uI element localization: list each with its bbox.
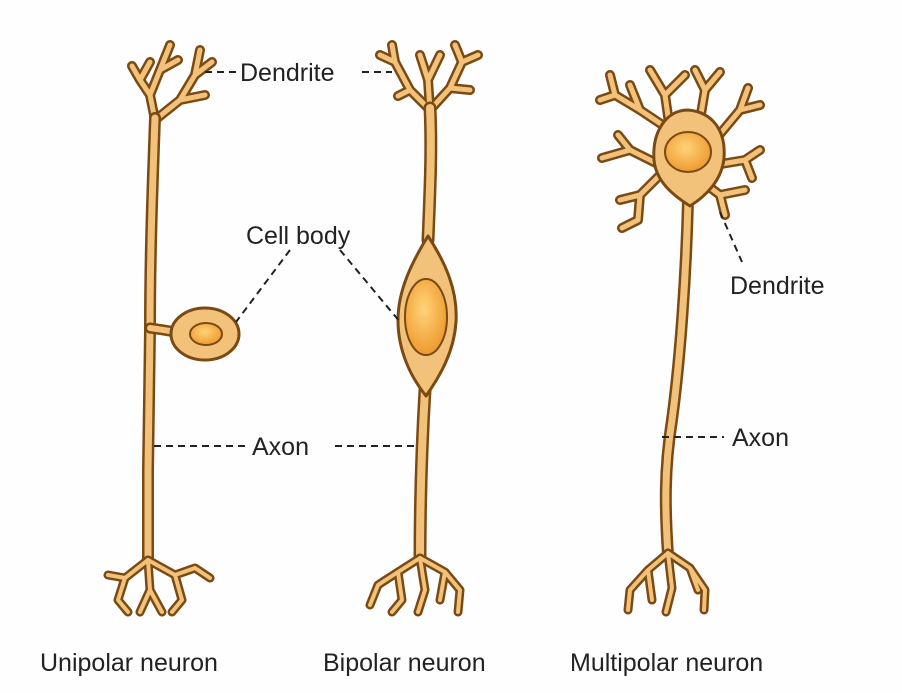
bipolar-nucleus (404, 278, 448, 356)
caption-unipolar: Unipolar neuron (40, 649, 218, 677)
multipolar-axon (659, 194, 694, 561)
bipolar-dendrites (375, 40, 483, 115)
label-cell-body: Cell body (246, 222, 351, 250)
label-leaders (154, 71, 743, 447)
bipolar-neuron (365, 40, 483, 617)
multipolar-nucleus (664, 131, 712, 173)
multipolar-axon-terminals (623, 548, 710, 617)
caption-multipolar: Multipolar neuron (570, 649, 763, 677)
bipolar-processes (413, 101, 438, 567)
label-axon-center: Axon (252, 433, 309, 461)
label-axon-right: Axon (732, 424, 789, 452)
caption-bipolar: Bipolar neuron (323, 649, 486, 677)
unipolar-axon-terminals (103, 555, 215, 617)
unipolar-dendrites (127, 40, 217, 125)
unipolar-nucleus (189, 322, 223, 346)
multipolar-neuron (595, 65, 765, 617)
multipolar-dendrites (595, 65, 765, 233)
unipolar-neuron (103, 40, 241, 617)
label-dendrite-top: Dendrite (240, 59, 335, 87)
bipolar-axon-terminals (365, 553, 465, 617)
label-dendrite-right: Dendrite (730, 272, 825, 300)
